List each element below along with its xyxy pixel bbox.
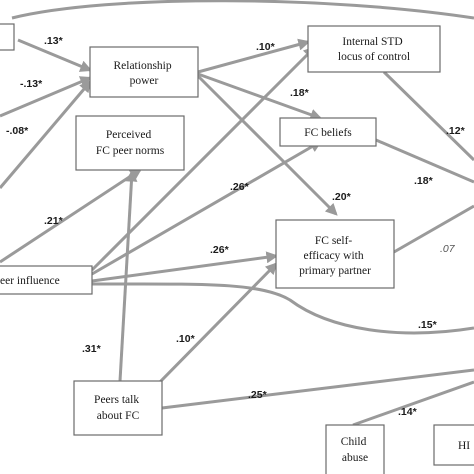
coef-pt-norms: .31* xyxy=(82,343,102,355)
node-perceived-norms-label: Perceived FC peer norms xyxy=(96,129,165,157)
path-child-abuse-up xyxy=(352,380,474,427)
node-fc-self-efficacy xyxy=(275,219,395,289)
coef-left-top-rp: .13* xyxy=(44,35,64,47)
coef-left-mid-rp: -.13* xyxy=(20,78,43,90)
node-relationship-power xyxy=(89,46,199,98)
node-hiv xyxy=(433,424,474,466)
node-fc-beliefs xyxy=(279,117,377,147)
node-hiv-label: HI xyxy=(458,440,470,452)
node-relationship-power-label: Relationship power xyxy=(113,60,174,87)
path-pt-to-norms xyxy=(118,169,138,382)
path-pi-to-beliefs xyxy=(91,140,323,276)
path-left-low-to-rp xyxy=(0,80,92,189)
path-top-arc xyxy=(11,0,474,20)
path-pi-to-se xyxy=(91,251,279,283)
node-child-abuse xyxy=(325,424,385,474)
path-se-to-right xyxy=(393,204,474,254)
node-fc-beliefs-label: FC beliefs xyxy=(304,127,352,139)
coef-rp-se: .20* xyxy=(332,191,352,203)
node-perceived-norms xyxy=(75,115,185,171)
coef-pi-beliefs: .26* xyxy=(230,181,250,193)
path-rp-to-beliefs xyxy=(197,72,323,121)
path-beliefs-to-right xyxy=(375,138,474,184)
path-pt-to-right xyxy=(161,368,474,410)
path-pi-curve xyxy=(91,282,474,335)
coef-pi-curve: .15* xyxy=(418,319,438,331)
coef-pt-right: .25* xyxy=(248,389,268,401)
coef-left-low-rp: -.08* xyxy=(6,125,29,137)
node-fc-self-efficacy-label: FC self- efficacy with primary partner xyxy=(299,235,371,277)
path-left-top-to-rp xyxy=(17,38,93,72)
node-left-top-box xyxy=(0,23,15,51)
node-internal-std-label: Internal STD locus of control xyxy=(338,36,410,63)
path-left-to-norms xyxy=(0,168,143,264)
path-rp-to-se xyxy=(196,74,338,216)
coef-left-norms: .21* xyxy=(44,215,64,227)
node-peers-talk-label: Peers talk about FC xyxy=(94,394,142,422)
path-std-to-right xyxy=(382,70,474,162)
coef-beliefs-right: .18* xyxy=(414,175,434,187)
node-peer-influence xyxy=(0,265,93,295)
coef-se-right: .07 xyxy=(440,243,456,255)
node-peers-talk xyxy=(73,380,163,436)
coef-pi-se: .26* xyxy=(210,244,230,256)
coef-child-abuse: .14* xyxy=(398,406,418,418)
node-internal-std xyxy=(307,25,441,73)
node-child-abuse-label: Child abuse xyxy=(341,436,369,464)
coef-rp-beliefs: .18* xyxy=(290,87,310,99)
coef-rp-std: .10* xyxy=(256,41,276,53)
path-pt-to-se xyxy=(156,262,278,386)
node-peer-influence-label: eer influence xyxy=(0,275,60,287)
coef-std-right: .12* xyxy=(446,125,466,137)
path-rp-to-std xyxy=(197,38,311,74)
coef-pt-se: .10* xyxy=(176,333,196,345)
path-left-mid-to-rp xyxy=(0,76,93,118)
